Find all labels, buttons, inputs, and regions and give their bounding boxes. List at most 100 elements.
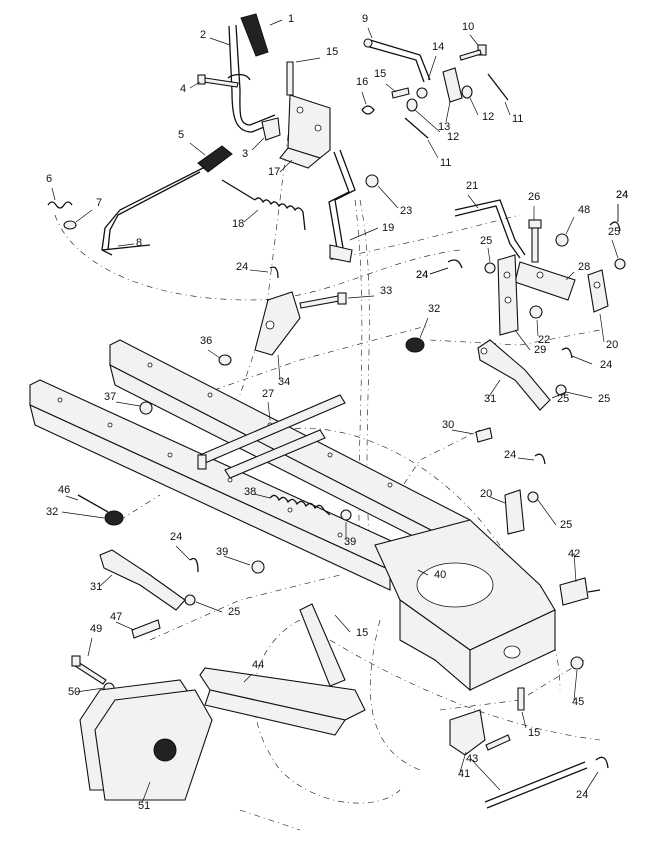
callout-leader: [334, 614, 351, 633]
callout-leader: [565, 271, 575, 281]
callout-leader: [611, 239, 619, 259]
part-number-label: 24: [616, 189, 628, 201]
part-number-label: 32: [428, 303, 440, 315]
part-number-label: 27: [262, 388, 274, 400]
lift-lever: [227, 24, 277, 133]
bolt-26: [528, 219, 542, 263]
part-number-label: 30: [442, 419, 454, 431]
rear-handle-44: [199, 667, 366, 736]
callout-leader: [99, 574, 113, 587]
washer-7: [63, 220, 77, 230]
part-number-label: 16: [356, 76, 368, 88]
callout-leader: [469, 97, 479, 116]
part-number-label: 39: [344, 536, 356, 548]
callout-leader: [551, 391, 567, 399]
part-number-label: 41: [458, 768, 470, 780]
part-number-label: 49: [90, 623, 102, 635]
part-number-label: 10: [462, 21, 474, 33]
part-number-label: 15: [326, 46, 338, 58]
callout-leader: [573, 669, 578, 701]
part-number-label: 24: [416, 269, 428, 281]
deck-lever-rod: [101, 166, 206, 256]
callout-leader: [414, 109, 441, 133]
callout-leader: [277, 354, 281, 381]
link-20-lower: [504, 489, 525, 535]
callout-leader: [417, 569, 429, 576]
rod-43: [484, 761, 588, 809]
nuts-39: [251, 509, 352, 574]
rod-9: [363, 38, 431, 83]
bolt-49: [71, 655, 107, 685]
part-number-label: 31: [484, 393, 496, 405]
callout-leader: [573, 552, 577, 583]
part-number-label: 19: [382, 222, 394, 234]
part-number-label: 20: [480, 488, 492, 500]
bracket-41: [449, 709, 486, 756]
part-number-label: 38: [244, 486, 256, 498]
part-number-label: 24: [600, 359, 612, 371]
callout-leader: [427, 139, 439, 159]
part-number-label: 14: [432, 41, 444, 53]
part-number-label: 24: [170, 531, 182, 543]
spring-38: [269, 494, 331, 516]
part-number-label: 11: [440, 157, 451, 169]
rear-box: [399, 598, 556, 692]
callout-leader: [367, 27, 373, 39]
callout-leader: [115, 401, 141, 407]
callout-leader: [251, 137, 265, 151]
callout-leader: [75, 687, 105, 693]
callout-leader: [419, 317, 429, 339]
cross-tube-27: [197, 394, 346, 479]
callout-leader: [361, 91, 367, 105]
callout-leader: [207, 349, 221, 359]
part-number-label: 7: [96, 197, 102, 209]
callout-leader: [445, 101, 451, 123]
part-number-label: 23: [400, 205, 412, 217]
part-number-label: 15: [356, 627, 368, 639]
rod-19: [328, 149, 356, 263]
callout-leader: [189, 81, 201, 89]
callout-leader: [504, 101, 511, 116]
bolt-30: [475, 427, 493, 443]
bolt-4: [197, 74, 239, 88]
callout-leader: [429, 267, 449, 275]
bolt-33: [299, 292, 347, 309]
callout-leader: [249, 269, 269, 273]
part-number-label: 24: [504, 449, 516, 461]
part-number-label: 25: [557, 393, 569, 405]
callout-leader: [467, 194, 479, 209]
callout-leader: [537, 499, 557, 526]
callout-leader: [599, 313, 605, 343]
part-number-label: 25: [480, 235, 492, 247]
washers-25-upper: [184, 258, 626, 606]
callout-leader: [514, 329, 531, 351]
link-31-upper: [477, 339, 551, 411]
callout-leader: [583, 771, 599, 795]
bolt-47: [131, 619, 161, 639]
cotter-pin-11: [404, 73, 509, 139]
callout-leader: [175, 545, 191, 561]
part-number-label: 47: [110, 611, 122, 623]
callout-leader: [195, 601, 223, 613]
callout-leader: [385, 83, 397, 93]
callout-leader: [489, 496, 506, 504]
callout-leader: [115, 621, 135, 631]
callout-leader: [51, 187, 56, 201]
callout-leader: [117, 243, 135, 247]
plate-29: [497, 254, 519, 336]
part-number-label: 24: [416, 269, 428, 281]
part-number-label: 44: [252, 659, 264, 671]
part-number-label: 50: [68, 686, 80, 698]
plate-13: [442, 67, 463, 103]
bracket-34: [254, 291, 301, 356]
callout-leader: [189, 142, 206, 156]
washer-23: [365, 174, 379, 188]
part-number-label: 37: [104, 391, 116, 403]
bracket-3: [261, 117, 281, 141]
callout-leader: [469, 34, 479, 46]
callout-leader: [253, 493, 271, 499]
part-number-label: 24: [576, 789, 588, 801]
part-number-label: 32: [46, 506, 58, 518]
